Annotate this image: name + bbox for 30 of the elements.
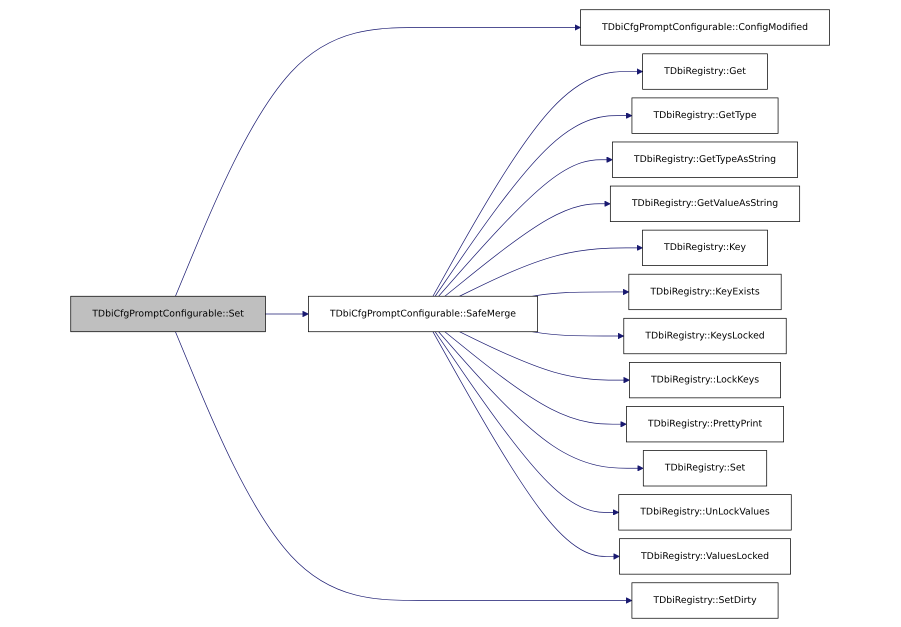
arrow: [532, 330, 624, 339]
node-box: TDbiRegistry::Set: [643, 450, 768, 486]
node-box: TDbiCfgPromptConfigurable::Set: [70, 295, 266, 332]
node-box: TDbiRegistry::GetTypeAsString: [612, 141, 798, 178]
node-box: TDbiRegistry::UnLockValues: [618, 494, 792, 530]
arrow: [265, 310, 310, 317]
node-box: TDbiCfgPromptConfigurable::ConfigModified: [580, 8, 830, 46]
arrow: [444, 200, 611, 296]
node-box: TDbiRegistry::LockKeys: [629, 362, 782, 398]
node-box: TDbiRegistry::GetValueAsString: [610, 185, 800, 222]
arrow: [175, 330, 633, 604]
node-box: TDbiRegistry::GetType: [632, 97, 779, 134]
arrow: [432, 330, 620, 560]
node-box: TDbiRegistry::Get: [642, 52, 768, 90]
arrow: [432, 68, 644, 296]
arrow: [438, 330, 644, 471]
node-box: TDbiRegistry::SetDirty: [632, 582, 779, 618]
node-box: TDbiRegistry::ValuesLocked: [619, 538, 792, 574]
node-box: TDbiRegistry::Key: [642, 229, 768, 266]
node-box: TDbiRegistry::PrettyPrint: [626, 406, 784, 442]
arrow: [459, 330, 630, 383]
node-box: TDbiRegistry::KeyExists: [628, 273, 782, 310]
node-box: TDbiCfgPromptConfigurable::SafeMerge: [308, 295, 538, 332]
node-box: TDbiRegistry::KeysLocked: [624, 317, 787, 354]
arrow: [459, 244, 644, 296]
arrow: [435, 112, 633, 296]
arrow: [438, 156, 614, 296]
arrow: [444, 330, 628, 427]
arrow: [435, 330, 620, 515]
arrow: [175, 24, 582, 296]
